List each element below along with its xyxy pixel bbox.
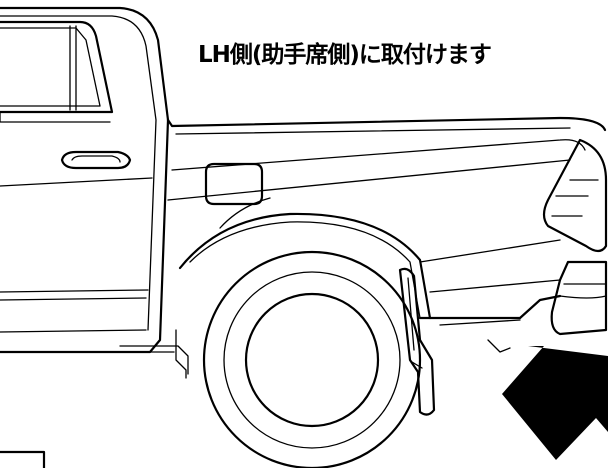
installation-instruction: LH側(助手席側)に取付けます xyxy=(198,42,492,68)
mud-flap xyxy=(398,267,436,416)
cab-door xyxy=(0,6,170,354)
label-box xyxy=(0,450,46,470)
rear-bumper xyxy=(550,260,608,336)
taillight xyxy=(542,138,608,253)
truck-bed xyxy=(166,116,607,379)
installation-arrow-icon xyxy=(502,346,608,460)
rear-wheel xyxy=(202,250,422,470)
side-step xyxy=(119,345,189,375)
